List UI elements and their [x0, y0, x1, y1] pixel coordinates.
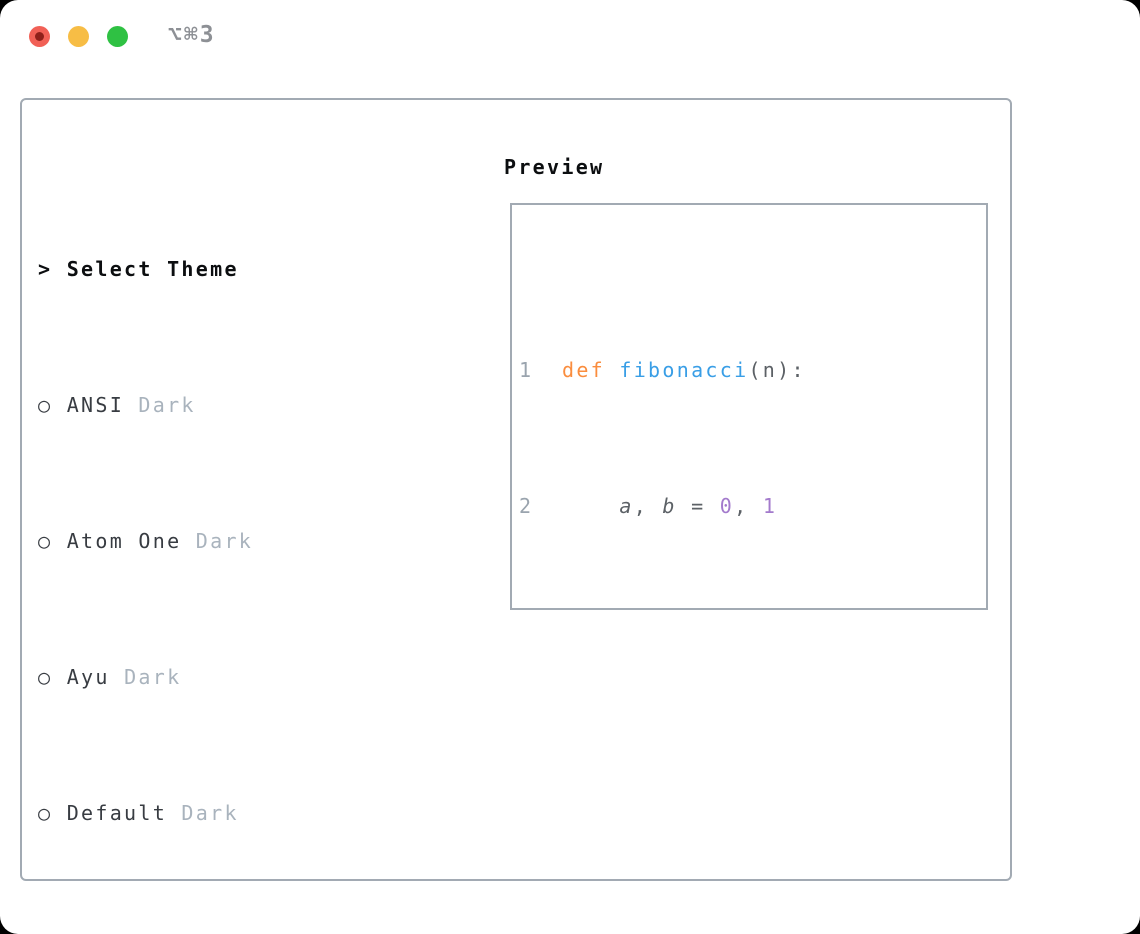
theme-list-title-text: Select Theme: [66, 257, 239, 281]
radio-unselected-icon: ○: [38, 665, 53, 689]
theme-name: Default: [66, 801, 168, 825]
theme-variant: Dark: [124, 665, 182, 689]
titlebar: ⌥⌘3: [0, 0, 1140, 75]
code-token: [562, 494, 619, 518]
radio-unselected-icon: ○: [38, 801, 53, 825]
window-shortcut-label: ⌥⌘3: [168, 22, 216, 48]
theme-name: ANSI: [66, 393, 125, 417]
close-button-dot-icon: [35, 32, 44, 41]
line-number: 2: [519, 494, 534, 518]
theme-option-ayu-dark[interactable]: ○ Ayu Dark: [38, 660, 440, 694]
theme-variant: Dark: [181, 801, 239, 825]
code-token: [605, 358, 619, 382]
zoom-button[interactable]: [107, 26, 128, 47]
code-token: =: [676, 494, 720, 518]
theme-name: Ayu: [66, 665, 110, 689]
code-token: ,: [633, 494, 663, 518]
minimize-button[interactable]: [68, 26, 89, 47]
code-token: 1: [762, 494, 778, 518]
code-token: ,: [734, 494, 763, 518]
theme-name: Atom One: [66, 529, 182, 553]
preview-title: Preview: [504, 155, 605, 179]
code-token: a: [619, 494, 634, 518]
code-line: 1 def fibonacci(n):: [519, 353, 986, 387]
theme-option-atom-one-dark[interactable]: ○ Atom One Dark: [38, 524, 440, 558]
theme-variant: Dark: [138, 393, 196, 417]
close-button[interactable]: [29, 26, 50, 47]
theme-option-default-dark[interactable]: ○ Default Dark: [38, 796, 440, 830]
theme-variant: Dark: [195, 529, 254, 553]
line-number: 1: [519, 358, 534, 382]
theme-list-title: > Select Theme: [38, 252, 440, 286]
code-token: fibonacci: [619, 358, 749, 382]
cursor-prompt-icon: >: [38, 257, 53, 281]
code-token: b: [662, 494, 677, 518]
code-token: 0: [719, 494, 735, 518]
theme-option-ansi-dark[interactable]: ○ ANSI Dark: [38, 388, 440, 422]
code-token: (n):: [748, 358, 806, 382]
code-token: def: [562, 358, 606, 382]
code-line: 2 a, b = 0, 1: [519, 489, 986, 523]
radio-unselected-icon: ○: [38, 529, 53, 553]
radio-unselected-icon: ○: [38, 393, 53, 417]
